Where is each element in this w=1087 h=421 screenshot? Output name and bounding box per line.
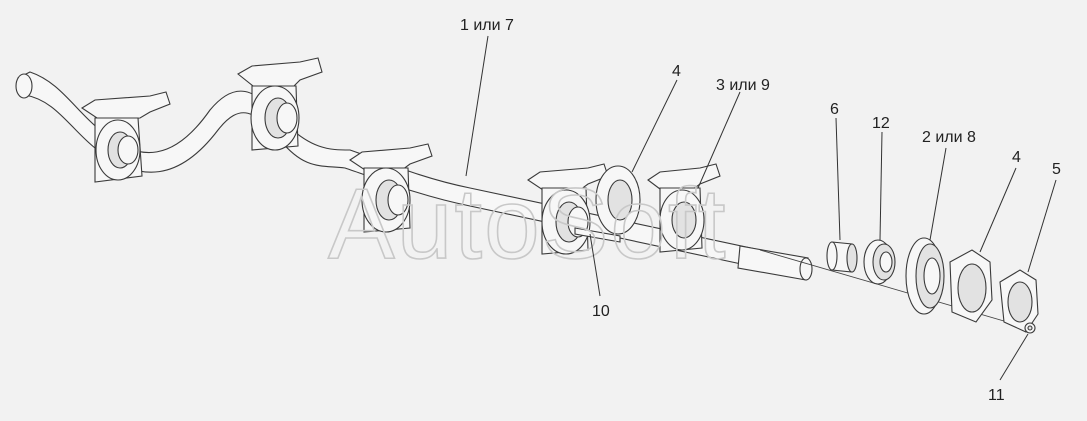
bearing-12 [863,239,896,285]
gasket-4-right [949,249,993,323]
assembly-axis-line [759,249,1029,329]
callout-3-or-9: 3 или 9 [716,77,770,94]
bearing-housing-2 [237,57,323,151]
gasket-4-left [595,165,641,235]
watermark-text: AutoSoft [328,168,728,280]
bearing-housing-1 [80,91,171,183]
callout-2-or-8: 2 или 8 [922,129,976,146]
bearing-housing-3 [349,143,433,233]
callout-4-right: 4 [1012,149,1021,166]
bushing-6 [826,241,858,273]
callout-10: 10 [592,303,610,320]
cover-2-or-8 [905,237,945,315]
callout-12: 12 [872,115,890,132]
callout-6: 6 [830,101,839,118]
bearing-housing-5 [647,163,721,253]
leader-lines [465,35,1057,381]
callout-11: 11 [988,387,1005,404]
plate-5 [999,269,1039,333]
bearing-housing-4 [527,163,621,255]
callout-5: 5 [1052,161,1061,178]
callout-1-or-7: 1 или 7 [460,17,514,34]
nut-11 [1024,322,1036,334]
callout-4-top: 4 [672,63,681,80]
